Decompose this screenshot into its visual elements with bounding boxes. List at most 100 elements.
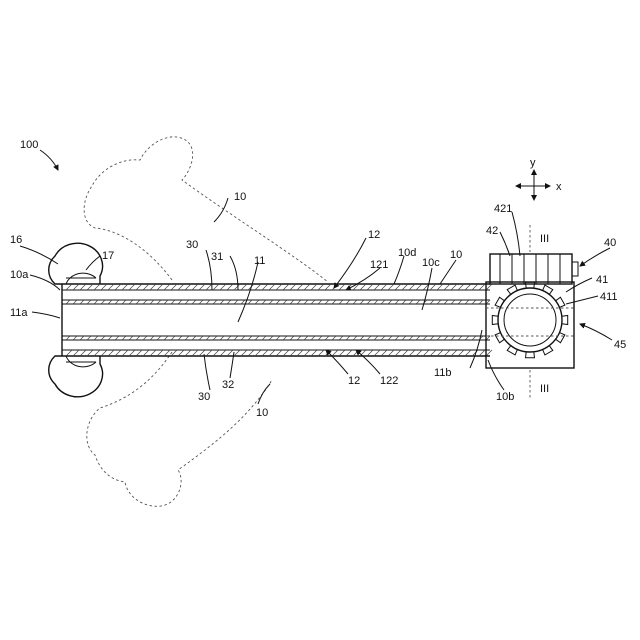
- label-30-bottom: 30: [198, 391, 210, 403]
- hatch-stroke: [248, 336, 252, 340]
- hatch-stroke: [374, 336, 378, 340]
- hatch-stroke: [318, 284, 324, 290]
- hatch-stroke: [199, 300, 203, 304]
- hatch-stroke: [318, 300, 322, 304]
- hatch-stroke: [311, 300, 315, 304]
- hatch-stroke: [423, 350, 429, 356]
- hatch-stroke: [122, 284, 128, 290]
- hatch-stroke: [150, 284, 156, 290]
- label-10-bottom: 10: [256, 407, 268, 419]
- hatch-stroke: [262, 336, 266, 340]
- hatch-stroke: [255, 336, 259, 340]
- hatch-stroke: [360, 300, 364, 304]
- tube-hatching: [66, 284, 492, 356]
- hatch-stroke: [164, 300, 168, 304]
- label-10-top: 10: [234, 191, 246, 203]
- hatch-stroke: [353, 350, 359, 356]
- hatch-stroke: [122, 336, 126, 340]
- hatch-stroke: [290, 336, 294, 340]
- label-12-top: 12: [368, 229, 380, 241]
- hatch-stroke: [458, 300, 462, 304]
- hatch-stroke: [486, 284, 492, 290]
- hatch-stroke: [402, 300, 406, 304]
- hatch-stroke: [346, 300, 350, 304]
- hatch-stroke: [234, 300, 238, 304]
- label-10c: 10c: [422, 257, 440, 269]
- hatch-stroke: [437, 350, 443, 356]
- hatch-stroke: [66, 284, 72, 290]
- hatch-stroke: [388, 284, 394, 290]
- hatch-stroke: [276, 300, 280, 304]
- hatch-stroke: [66, 336, 70, 340]
- label-12-bottom: 12: [348, 375, 360, 387]
- hatch-stroke: [171, 350, 177, 356]
- hatch-stroke: [374, 350, 380, 356]
- drive-mechanism: [486, 254, 578, 368]
- hatch-stroke: [409, 284, 415, 290]
- hatch-stroke: [157, 336, 161, 340]
- hatch-stroke: [444, 350, 450, 356]
- hatch-stroke: [115, 300, 119, 304]
- hatch-stroke: [150, 300, 154, 304]
- label-40: 40: [604, 237, 616, 249]
- label-30-top: 30: [186, 239, 198, 251]
- hatch-stroke: [395, 300, 399, 304]
- hatch-stroke: [171, 284, 177, 290]
- hatch-stroke: [346, 336, 350, 340]
- hatch-stroke: [164, 336, 168, 340]
- hatch-stroke: [150, 336, 154, 340]
- hatch-stroke: [241, 350, 247, 356]
- hatch-stroke: [367, 350, 373, 356]
- hatch-stroke: [164, 284, 170, 290]
- hatch-stroke: [220, 350, 226, 356]
- hatch-stroke: [283, 336, 287, 340]
- hatch-stroke: [395, 336, 399, 340]
- hatch-stroke: [248, 350, 254, 356]
- hatch-stroke: [367, 284, 373, 290]
- hatch-stroke: [213, 284, 219, 290]
- label-411: 411: [600, 291, 618, 303]
- hatch-stroke: [325, 284, 331, 290]
- hatch-stroke: [367, 336, 371, 340]
- hatch-stroke: [234, 284, 240, 290]
- hatch-stroke: [143, 300, 147, 304]
- hatch-stroke: [402, 284, 408, 290]
- hatch-stroke: [360, 284, 366, 290]
- hatch-stroke: [255, 350, 261, 356]
- hatch-stroke: [423, 336, 427, 340]
- hatch-stroke: [381, 284, 387, 290]
- hatch-stroke: [94, 336, 98, 340]
- hatch-stroke: [318, 336, 322, 340]
- hatch-stroke: [374, 300, 378, 304]
- hatch-stroke: [437, 284, 443, 290]
- label-10a: 10a: [10, 269, 29, 281]
- hatch-stroke: [136, 350, 142, 356]
- hatch-stroke: [395, 350, 401, 356]
- hatch-stroke: [241, 300, 245, 304]
- hatch-stroke: [129, 336, 133, 340]
- hatch-stroke: [220, 284, 226, 290]
- hatch-stroke: [381, 300, 385, 304]
- hatch-stroke: [339, 300, 343, 304]
- hatch-stroke: [444, 300, 448, 304]
- hatch-stroke: [276, 284, 282, 290]
- hatch-stroke: [276, 336, 280, 340]
- hatch-stroke: [206, 350, 212, 356]
- label-11a: 11a: [10, 307, 28, 319]
- hatch-stroke: [276, 350, 282, 356]
- hatch-stroke: [157, 350, 163, 356]
- hatch-stroke: [66, 350, 72, 356]
- hatch-stroke: [304, 284, 310, 290]
- hatch-stroke: [290, 284, 296, 290]
- hatch-stroke: [192, 300, 196, 304]
- hatch-stroke: [227, 350, 233, 356]
- hatch-stroke: [234, 350, 240, 356]
- hatch-stroke: [388, 300, 392, 304]
- hatch-stroke: [157, 300, 161, 304]
- label-32: 32: [222, 379, 234, 391]
- hatch-stroke: [94, 350, 100, 356]
- hatch-stroke: [241, 336, 245, 340]
- hatch-stroke: [87, 300, 91, 304]
- hatch-stroke: [269, 350, 275, 356]
